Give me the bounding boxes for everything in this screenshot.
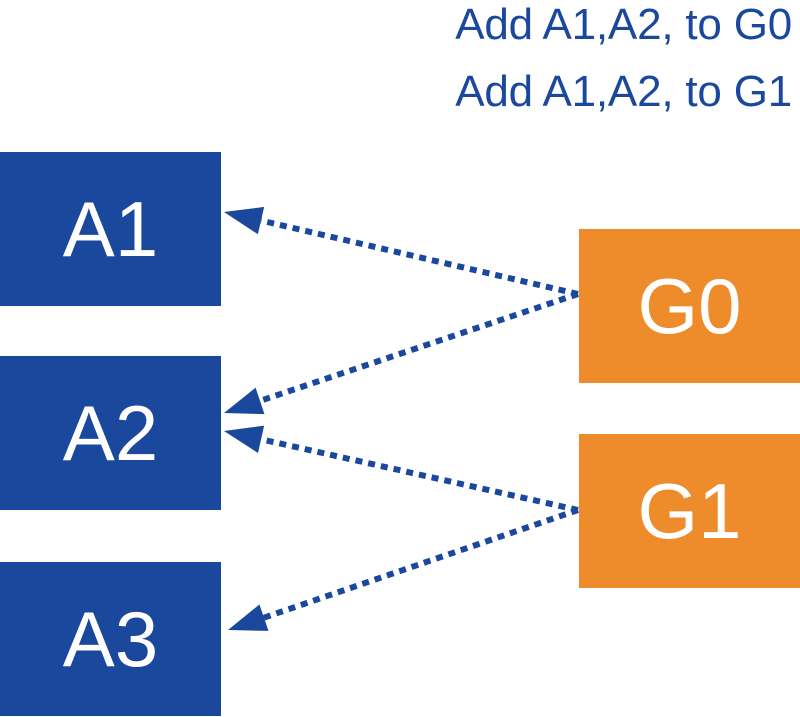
node-a1: A1 bbox=[0, 152, 221, 306]
node-g1: G1 bbox=[579, 434, 800, 588]
edge-g1-to-a2 bbox=[260, 436, 579, 513]
arrowhead-g1-to-a2 bbox=[224, 425, 265, 453]
node-a1-label: A1 bbox=[62, 185, 159, 273]
arrowhead-g1-to-a3 bbox=[228, 604, 269, 631]
caption-line-1: Add A1,A2, to G0 bbox=[455, 0, 792, 49]
node-a2-label: A2 bbox=[62, 389, 159, 477]
node-g0: G0 bbox=[579, 229, 800, 383]
caption-line-2: Add A1,A2, to G1 bbox=[455, 67, 792, 116]
node-g0-label: G0 bbox=[637, 262, 742, 350]
arrowhead-g0-to-a2 bbox=[224, 387, 265, 415]
edge-g0-to-a1 bbox=[260, 217, 579, 297]
node-a3-label: A3 bbox=[62, 595, 159, 683]
node-g1-label: G1 bbox=[637, 467, 742, 555]
edge-g1-to-a3 bbox=[262, 507, 579, 621]
edge-g0-to-a2 bbox=[259, 291, 579, 404]
node-a3: A3 bbox=[0, 562, 221, 716]
arrowhead-g0-to-a1 bbox=[224, 206, 265, 235]
node-a2: A2 bbox=[0, 356, 221, 510]
